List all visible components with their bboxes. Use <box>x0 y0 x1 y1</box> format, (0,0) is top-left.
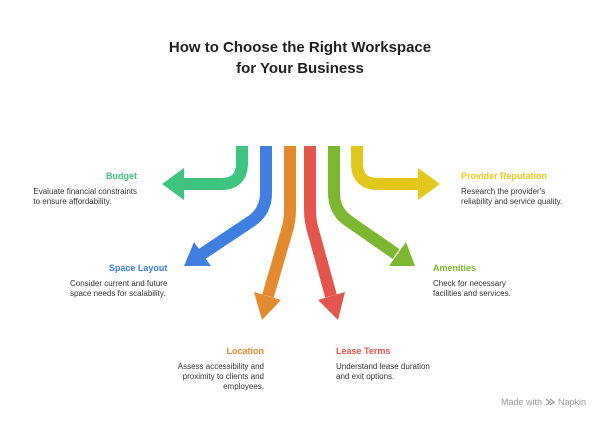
amenities-arrow-shaft <box>328 146 400 259</box>
budget-arrowhead <box>162 168 184 200</box>
napkin-brand-text: Napkin <box>557 397 586 407</box>
napkin-logo-icon <box>545 398 555 406</box>
provider-reputation-item: Provider Reputation Research the provide… <box>461 171 562 207</box>
budget-desc-line-1: Evaluate financial constraints <box>33 187 137 196</box>
lease-terms-label: Lease Terms <box>336 346 391 356</box>
space-layout-arrow-shaft <box>198 146 272 259</box>
budget-item: Budget Evaluate financial constraints to… <box>33 171 137 207</box>
title-line-2: for Your Business <box>236 60 364 77</box>
provider-reputation-desc-line-2: reliability and service quality. <box>461 197 563 206</box>
location-desc-line-1: Assess accessibility and <box>177 362 264 371</box>
space-layout-label: Space Layout <box>108 263 168 273</box>
lease-terms-arrowhead <box>318 292 345 320</box>
provider-reputation-arrowhead <box>418 168 440 200</box>
space-layout-desc-line-2: space needs for scalability. <box>70 289 166 298</box>
amenities-arrowhead <box>389 242 415 266</box>
lease-terms-item: Lease Terms Understand lease duration an… <box>336 346 430 382</box>
location-arrowhead <box>254 292 281 320</box>
location-item: Location Assess accessibility and proxim… <box>178 346 264 392</box>
location-label: Location <box>226 346 265 356</box>
provider-reputation-arrow-shaft <box>351 146 418 190</box>
location-desc-line-3: employees. <box>223 382 264 391</box>
amenities-label: Amenities <box>433 263 477 273</box>
lease-terms-desc-line-1: Understand lease duration <box>336 362 430 371</box>
title-line-1: How to Choose the Right Workspace <box>168 39 432 56</box>
space-layout-item: Space Layout Consider current and future… <box>70 263 167 299</box>
location-desc-line-2: proximity to clients and <box>182 372 264 381</box>
provider-reputation-label: Provider Reputation <box>461 171 548 181</box>
space-layout-desc-line-1: Consider current and future <box>70 279 168 288</box>
provider-reputation-desc-line-1: Research the provider's <box>461 187 546 196</box>
space-layout-arrowhead <box>184 242 211 266</box>
made-with-text: Made with <box>500 397 542 407</box>
amenities-desc-line-1: Check for necessary <box>433 279 506 288</box>
lease-terms-arrow-shaft <box>304 146 337 298</box>
amenities-desc-line-2: facilities and services. <box>433 289 511 298</box>
diagram-title: How to Choose the Right Workspace for Yo… <box>0 37 600 79</box>
amenities-item: Amenities Check for necessary facilities… <box>433 263 511 299</box>
budget-desc-line-2: to ensure affordability. <box>33 197 112 206</box>
lease-terms-desc-line-2: and exit options. <box>336 372 395 381</box>
made-with-napkin-badge[interactable]: Made with Napkin <box>501 397 586 407</box>
budget-label: Budget <box>106 171 137 181</box>
location-arrow-shaft <box>262 146 296 298</box>
budget-arrow-shaft <box>184 146 248 190</box>
